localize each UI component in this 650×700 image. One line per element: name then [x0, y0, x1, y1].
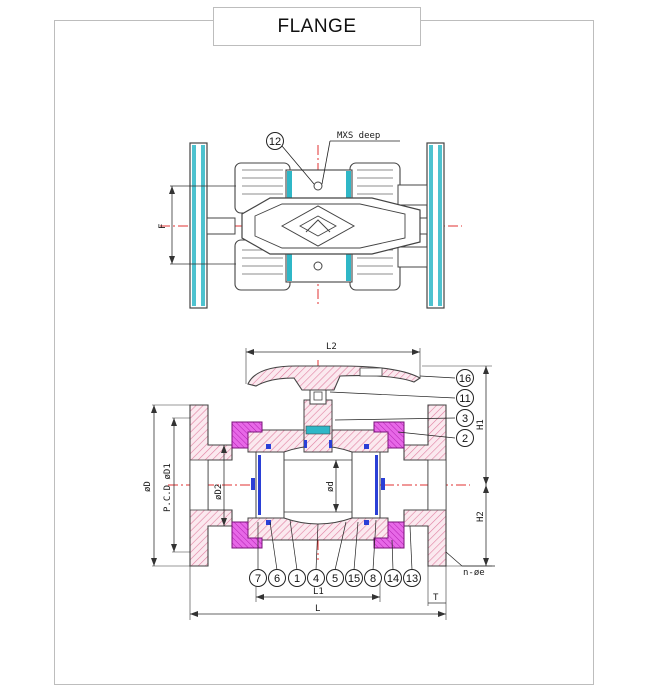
balloon-12 — [266, 132, 284, 150]
balloon-3 — [456, 409, 474, 427]
svg-text:8: 8 — [370, 573, 376, 585]
svg-text:14: 14 — [387, 573, 399, 585]
svg-text:16: 16 — [459, 373, 471, 385]
svg-text:12: 12 — [269, 136, 281, 148]
section-right-nut-lower — [373, 521, 405, 549]
balloon-14 — [384, 569, 402, 587]
page-title: FLANGE — [277, 15, 357, 37]
dim-l2-label: L2 — [326, 342, 337, 352]
dim-h1-label: H1 — [476, 419, 486, 430]
svg-text:3: 3 — [462, 413, 468, 425]
dim-l1-label: L1 — [313, 587, 324, 597]
svg-text:5: 5 — [332, 573, 338, 585]
balloon-4 — [307, 569, 325, 587]
dim-od-label: øD — [143, 481, 153, 492]
svg-text:15: 15 — [348, 573, 360, 585]
section-right-nut-upper — [373, 421, 405, 449]
balloon-15 — [345, 569, 363, 587]
balloon-8 — [364, 569, 382, 587]
dim-t-label: T — [433, 593, 439, 603]
top-bolt-upper — [313, 181, 323, 191]
dim-bolt-label: n-øe — [463, 568, 485, 578]
section-left-nut-upper — [231, 421, 263, 449]
balloon-6 — [268, 569, 286, 587]
dim-h2-label: H2 — [476, 511, 486, 522]
svg-text:11: 11 — [459, 393, 470, 405]
dim-d2-label: øD2 — [214, 484, 224, 500]
balloon-5 — [326, 569, 344, 587]
dim-pcd-label: P.C.D øD1 — [163, 463, 173, 512]
svg-text:7: 7 — [255, 573, 261, 585]
balloon-11 — [456, 389, 474, 407]
top-view: F 12 MXS deep — [158, 131, 462, 309]
dim-d-label: ød — [326, 481, 336, 492]
balloon-2 — [456, 429, 474, 447]
svg-text:4: 4 — [313, 573, 319, 585]
balloon-7 — [249, 569, 267, 587]
balloon-16 — [456, 369, 474, 387]
section-left-nut-lower — [231, 521, 263, 549]
dim-l-label: L — [315, 604, 320, 614]
balloon-1 — [288, 569, 306, 587]
section-view: L2 H1 H2 øD P.C.D øD1 øD2 — [143, 342, 495, 620]
svg-text:2: 2 — [462, 433, 468, 445]
balloons-right: 16 11 3 2 — [329, 369, 474, 447]
svg-text:13: 13 — [406, 573, 418, 585]
title-box: FLANGE — [213, 7, 421, 46]
section-handle — [247, 365, 422, 391]
balloons-bottom: 7 6 1 4 5 15 8 14 13 — [249, 519, 421, 587]
mxs-label: MXS deep — [337, 131, 380, 141]
dim-f-label: F — [158, 224, 168, 229]
svg-text:6: 6 — [274, 573, 280, 585]
svg-text:1: 1 — [294, 573, 300, 585]
balloon-13 — [403, 569, 421, 587]
top-bolt-lower — [313, 261, 323, 271]
